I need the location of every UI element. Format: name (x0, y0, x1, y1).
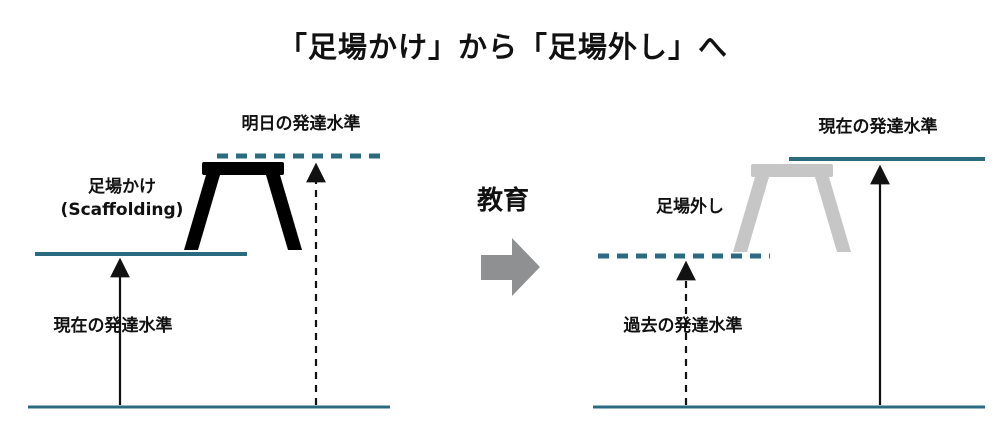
scaffold-ladder-icon (184, 162, 302, 250)
education-right-arrow-icon (481, 238, 540, 296)
left-scaffold-label: 足場かけ (Scaffolding) (61, 176, 184, 222)
education-label: 教育 (476, 186, 530, 216)
right-current-level-label: 現在の発達水準 (818, 117, 938, 137)
left-scaffold-label-line1: 足場かけ (87, 177, 156, 197)
right-unscaffold-label: 足場外し (656, 197, 724, 217)
left-tomorrow-level-label: 明日の発達水準 (241, 114, 361, 134)
right-past-level-label: 過去の発達水準 (623, 316, 743, 336)
left-current-level-label: 現在の発達水準 (53, 316, 173, 336)
diagram-title: 「足場かけ」から「足場外し」へ (277, 30, 729, 64)
scaffold-ladder-faded-icon (733, 164, 851, 252)
left-scaffold-label-line2: (Scaffolding) (60, 199, 184, 220)
